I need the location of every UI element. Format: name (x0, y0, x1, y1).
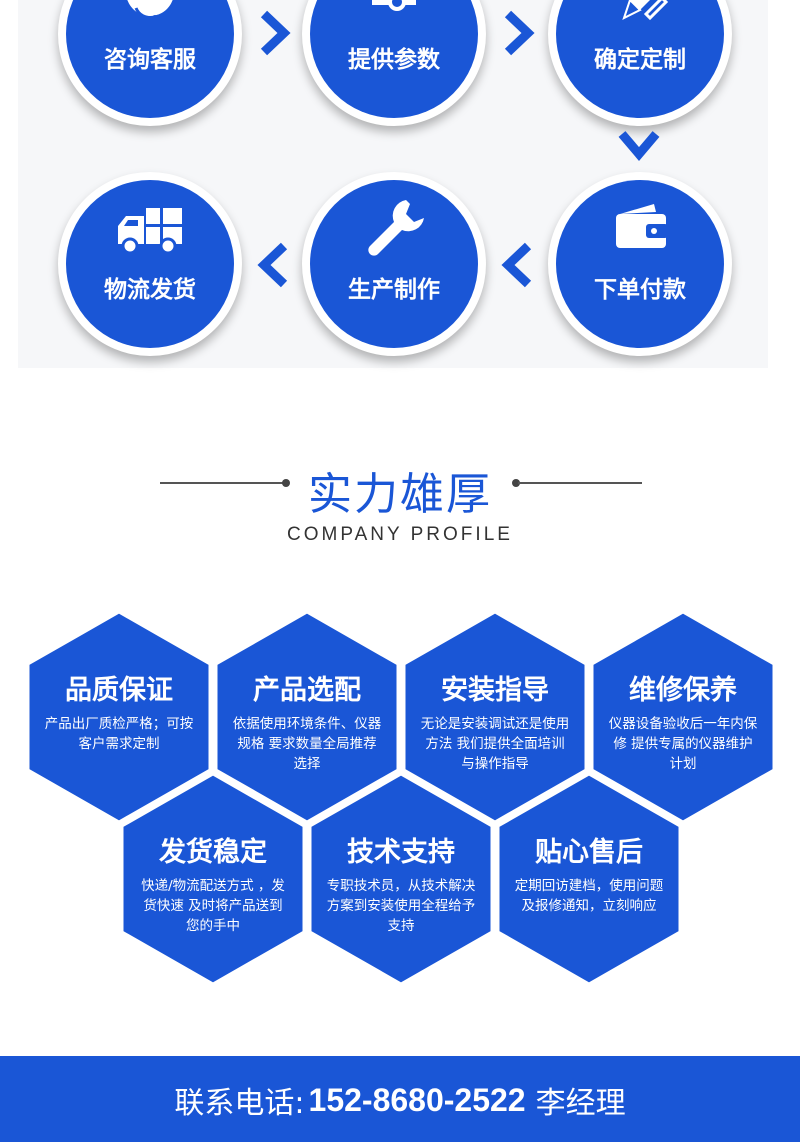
step-label: 物流发货 (104, 277, 196, 303)
feature-selection: 产品选配 依据使用环境条件、仪器规格 要求数量全局推荐选择 (214, 610, 400, 824)
chevron-left-icon (254, 240, 294, 290)
feature-maintenance: 维修保养 仪器设备验收后一年内保修 提供专属的仪器维护计划 (590, 610, 776, 824)
headset-icon (110, 0, 190, 38)
title-dot-right (512, 479, 520, 487)
feature-after-sales: 贴心售后 定期回访建档，使用问题及报修通知，立刻响应 (496, 772, 682, 986)
title-dot-left (282, 479, 290, 487)
feature-desc: 专职技术员，从技术解决 方案到安装使用全程给予支持 (326, 878, 476, 934)
contact-footer: 联系电话:152-8680-2522 李经理 (0, 1056, 800, 1142)
chevron-down-icon (616, 124, 662, 164)
feature-desc: 定期回访建档，使用问题及报修通知，立刻响应 (514, 878, 664, 914)
feature-desc: 依据使用环境条件、仪器规格 要求数量全局推荐选择 (232, 716, 382, 772)
feature-installation: 安装指导 无论是安装调试还是使用方法 我们提供全面培训与操作指导 (402, 610, 588, 824)
wrench-icon (354, 188, 434, 268)
step-customize: 确定定制 (548, 0, 732, 126)
truck-icon (110, 188, 190, 268)
feature-title: 发货稳定 (159, 837, 267, 868)
feature-title: 产品选配 (253, 675, 361, 706)
chevron-right-icon (498, 8, 538, 58)
feature-desc: 无论是安装调试还是使用方法 我们提供全面培训与操作指导 (420, 716, 570, 772)
feature-shipping: 发货稳定 快递/物流配送方式 ，发货快速 及时将产品送到您的手中 (120, 772, 306, 986)
step-label: 确定定制 (594, 47, 686, 73)
feature-title: 技术支持 (347, 837, 455, 868)
feature-tech-support: 技术支持 专职技术员，从技术解决 方案到安装使用全程给予支持 (308, 772, 494, 986)
step-label: 生产制作 (348, 277, 440, 303)
title-line-right (518, 482, 642, 484)
feature-quality: 品质保证 产品出厂质检严格；可按客户需求定制 (26, 610, 212, 824)
section-subtitle: COMPANY PROFILE (287, 524, 513, 545)
feature-desc: 产品出厂质检严格；可按客户需求定制 (44, 716, 194, 752)
step-parameters: 提供参数 (302, 0, 486, 126)
chevron-left-icon (498, 240, 538, 290)
step-production: 生产制作 (302, 172, 486, 356)
feature-title: 维修保养 (629, 675, 737, 706)
step-truck: 物流发货 (58, 172, 242, 356)
feature-title: 安装指导 (441, 675, 549, 706)
step-label: 提供参数 (348, 47, 440, 73)
contact-name: 李经理 (535, 1086, 626, 1121)
chevron-right-icon (254, 8, 294, 58)
feature-desc: 仪器设备验收后一年内保修 提供专属的仪器维护计划 (608, 716, 758, 772)
step-payment: 下单付款 (548, 172, 732, 356)
sliders-icon (354, 0, 434, 38)
section-header: 实力雄厚 COMPANY PROFILE (0, 450, 800, 560)
feature-title: 品质保证 (65, 675, 173, 706)
step-label: 下单付款 (594, 277, 686, 303)
pencil-icon (600, 0, 680, 38)
section-title: 实力雄厚 (308, 469, 492, 520)
step-consult: 咨询客服 (58, 0, 242, 126)
title-line-left (160, 482, 284, 484)
contact-label: 联系电话: (174, 1086, 305, 1121)
step-label: 咨询客服 (104, 47, 196, 73)
feature-title: 贴心售后 (535, 837, 643, 868)
feature-desc: 快递/物流配送方式 ，发货快速 及时将产品送到您的手中 (141, 878, 285, 934)
phone-number[interactable]: 152-8680-2522 (308, 1081, 526, 1118)
wallet-icon (600, 188, 680, 268)
process-flow: 咨询客服 提供参数 (18, 0, 768, 368)
